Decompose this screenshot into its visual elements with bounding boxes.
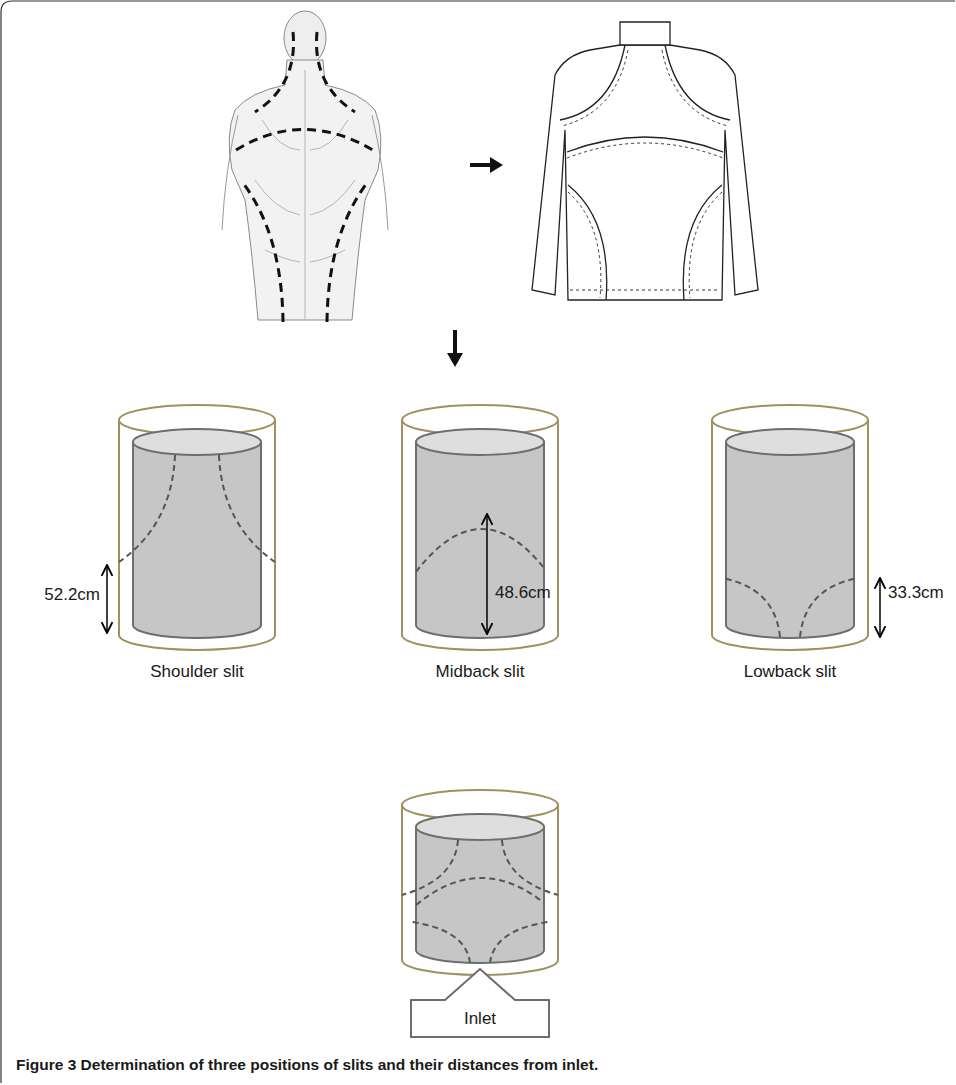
dimension-label: 52.2cm (44, 585, 100, 605)
node-text: Inlet (410, 1009, 550, 1029)
jacket (532, 22, 758, 300)
slit-label: Midback slit (436, 662, 525, 682)
figure-caption: Figure 3 Determination of three position… (16, 1056, 598, 1074)
dimension-label: 33.3cm (888, 583, 944, 603)
inlet-arrow: Inlet (410, 968, 550, 1038)
cylinder (402, 790, 558, 975)
cylinder (107, 405, 275, 650)
back-anatomy (222, 11, 388, 322)
arrow-outline (411, 969, 549, 1037)
slit-label: Lowback slit (744, 662, 837, 682)
cylinder (712, 405, 880, 650)
dimension-label: 48.6cm (495, 583, 551, 603)
cylinder (402, 405, 558, 650)
slit-label: Shoulder slit (150, 662, 244, 682)
